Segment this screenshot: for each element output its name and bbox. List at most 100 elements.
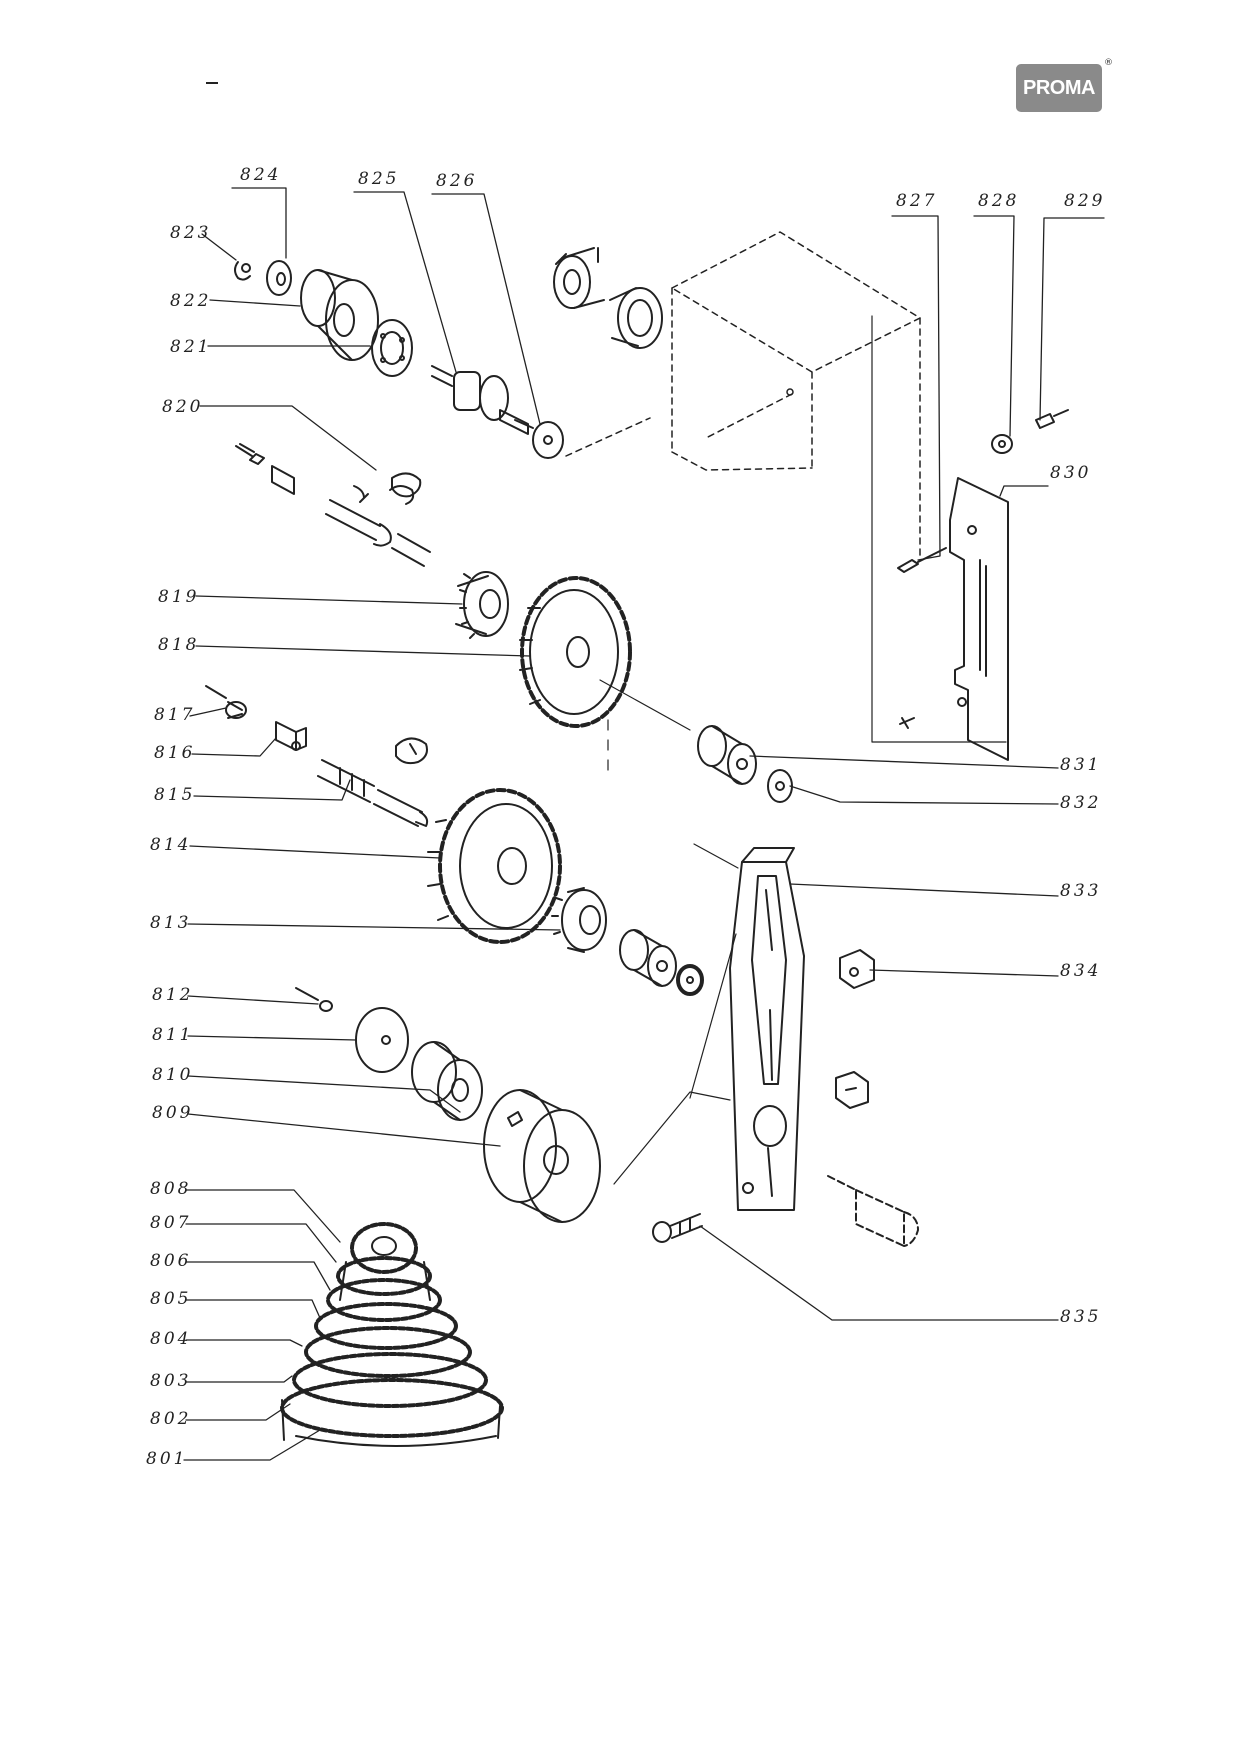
- part-label-823: 823: [170, 223, 211, 243]
- leader-line-816: [191, 737, 277, 757]
- leader-line-809: [187, 1113, 501, 1147]
- part-818-gear: [519, 576, 632, 728]
- leader-line-801: [183, 1429, 321, 1461]
- part-label-833: 833: [1060, 881, 1101, 901]
- part-815-ring: [395, 737, 428, 765]
- leader-809-arm: [613, 1091, 731, 1185]
- leader-833-arm: [693, 843, 739, 869]
- part-814-gear: [427, 788, 562, 944]
- split-collar: [553, 247, 605, 309]
- part-label-806: 806: [150, 1251, 191, 1271]
- part-826-washer: [532, 421, 564, 459]
- part-830-cover-plate: [949, 477, 1009, 761]
- part-828-washer: [991, 434, 1013, 454]
- leader-line-835: [699, 1225, 1059, 1321]
- leader-line-834: [869, 969, 1059, 977]
- leader-line-830: [999, 485, 1049, 497]
- leader-line-829: [1039, 217, 1105, 421]
- spacer-813: [619, 929, 677, 987]
- part-822-housing-ring: [300, 269, 379, 361]
- part-label-807: 807: [150, 1213, 191, 1233]
- part-label-834: 834: [1060, 961, 1101, 981]
- part-label-828: 828: [978, 191, 1019, 211]
- part-813-gear: [551, 887, 607, 953]
- part-823-clip: [234, 261, 251, 281]
- leader-line-813: [187, 923, 561, 931]
- part-label-805: 805: [150, 1289, 191, 1309]
- block-lower: [835, 1071, 869, 1109]
- leader-line-803: [185, 1375, 293, 1383]
- part-label-822: 822: [170, 291, 211, 311]
- header-dash: [206, 82, 218, 84]
- axis-line-818: [599, 679, 691, 731]
- leader-line-808: [185, 1189, 341, 1243]
- part-label-826: 826: [436, 171, 477, 191]
- part-label-818: 818: [158, 635, 199, 655]
- part-label-801: 801: [146, 1449, 187, 1469]
- registered-mark: ®: [1104, 58, 1113, 68]
- part-label-808: 808: [150, 1179, 191, 1199]
- part-825-shaft: [431, 365, 534, 435]
- leader-line-828: [973, 215, 1015, 437]
- callouts: 8018028038048058068078088098108118128138…: [146, 165, 1105, 1469]
- leader-line-833: [789, 883, 1059, 897]
- part-829-screw: [1035, 409, 1069, 429]
- logo-text: PROMA: [1023, 77, 1095, 99]
- part-label-815: 815: [154, 785, 195, 805]
- leader-line-826: [431, 193, 541, 425]
- part-832-washer: [767, 769, 793, 803]
- part-817-plug: [205, 685, 247, 719]
- part-809-gear-blank: [483, 1089, 601, 1223]
- part-label-816: 816: [154, 743, 195, 763]
- leader-line-802: [185, 1403, 291, 1421]
- part-816-nut: [275, 721, 307, 751]
- leader-line-819: [195, 595, 463, 605]
- washer-813: [676, 964, 704, 996]
- quadrant-pivot-bolt: [827, 1175, 919, 1247]
- part-819-gear: [455, 571, 509, 639]
- leader-line-817: [189, 707, 227, 717]
- part-label-817: 817: [154, 705, 195, 725]
- change-gear-stack: [280, 1222, 504, 1447]
- leader-line-814: [189, 845, 441, 859]
- leader-line-820: [199, 405, 377, 471]
- part-label-820: 820: [162, 397, 203, 417]
- part-label-811: 811: [152, 1025, 193, 1045]
- part-label-812: 812: [152, 985, 193, 1005]
- part-833-quadrant-arm: [729, 847, 805, 1211]
- part-821-bearing: [371, 319, 413, 377]
- part-label-831: 831: [1060, 755, 1101, 775]
- leader-line-827: [891, 215, 941, 561]
- part-811-washer: [355, 1007, 409, 1073]
- part-label-802: 802: [150, 1409, 191, 1429]
- leader-line-818: [195, 645, 531, 657]
- part-label-809: 809: [152, 1103, 193, 1123]
- part-830-screw: [899, 717, 915, 729]
- part-815-stud: [317, 759, 429, 827]
- part-label-804: 804: [150, 1329, 191, 1349]
- leader-line-815: [193, 779, 351, 801]
- leader-line-810: [187, 1075, 461, 1113]
- proma-logo: PROMA: [1016, 64, 1102, 112]
- part-834-block: [839, 949, 875, 989]
- part-label-803: 803: [150, 1371, 191, 1391]
- part-label-835: 835: [1060, 1307, 1101, 1327]
- leader-line-811: [187, 1035, 357, 1041]
- part-835-bolt: [652, 1213, 703, 1243]
- part-label-824: 824: [240, 165, 281, 185]
- leader-line-825: [353, 191, 457, 373]
- part-label-832: 832: [1060, 793, 1101, 813]
- part-824-washer: [266, 260, 292, 296]
- leader-line-805: [185, 1299, 321, 1319]
- part-812-screw: [295, 987, 333, 1012]
- part-label-825: 825: [358, 169, 399, 189]
- leader-line-823: [201, 233, 237, 261]
- leader-line-822: [209, 299, 301, 307]
- headstock-housing: [565, 231, 921, 561]
- part-label-821: 821: [170, 337, 211, 357]
- part-label-810: 810: [152, 1065, 193, 1085]
- part-810-spacer: [411, 1041, 483, 1121]
- leader-plate: [871, 315, 1007, 743]
